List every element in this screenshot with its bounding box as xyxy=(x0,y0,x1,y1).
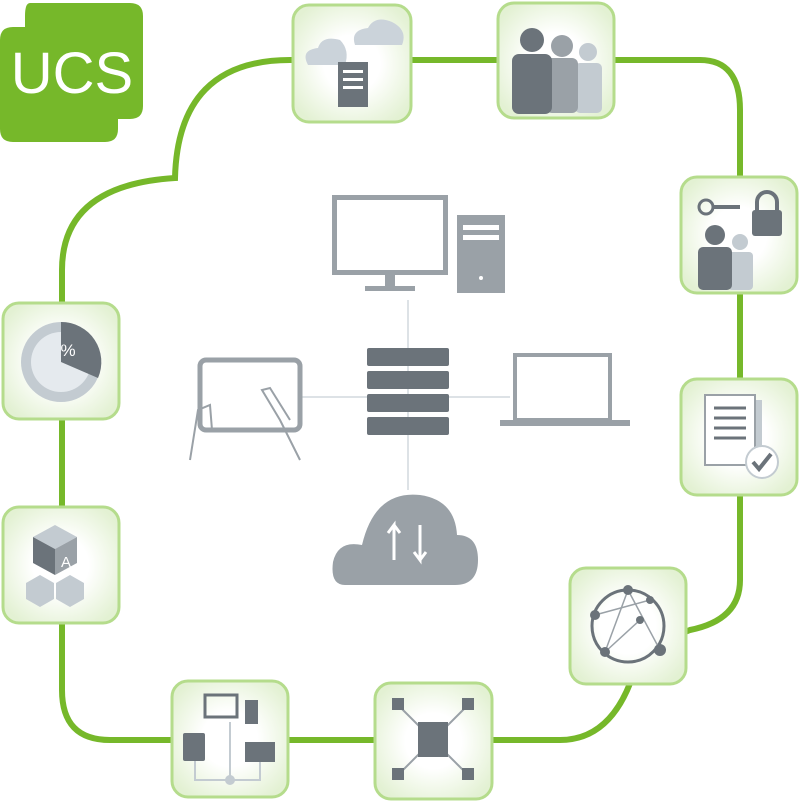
monitor-icon xyxy=(332,195,448,291)
server-rack-icon xyxy=(367,348,449,435)
tile-cloud-documents[interactable] xyxy=(291,3,413,124)
tablet-icon xyxy=(189,357,303,461)
tile-app-center[interactable]: A xyxy=(1,505,121,625)
app-letter: A xyxy=(61,554,71,571)
tile-document-approval[interactable] xyxy=(679,377,799,497)
tile-users-groups[interactable] xyxy=(496,1,616,120)
tile-quota[interactable]: % xyxy=(1,301,121,421)
tile-network[interactable] xyxy=(568,566,688,686)
ucs-logo: UCS xyxy=(0,3,143,142)
cloud-sync-icon xyxy=(332,494,478,585)
cloud-ring xyxy=(59,57,743,743)
logo-text: UCS xyxy=(11,41,133,106)
tile-identity-access[interactable] xyxy=(679,175,799,295)
tower-pc-icon xyxy=(457,215,505,293)
percent-symbol: % xyxy=(60,341,75,360)
tile-branch-offices[interactable] xyxy=(373,681,494,801)
laptop-icon xyxy=(500,353,630,426)
tile-device-management[interactable] xyxy=(170,679,290,799)
